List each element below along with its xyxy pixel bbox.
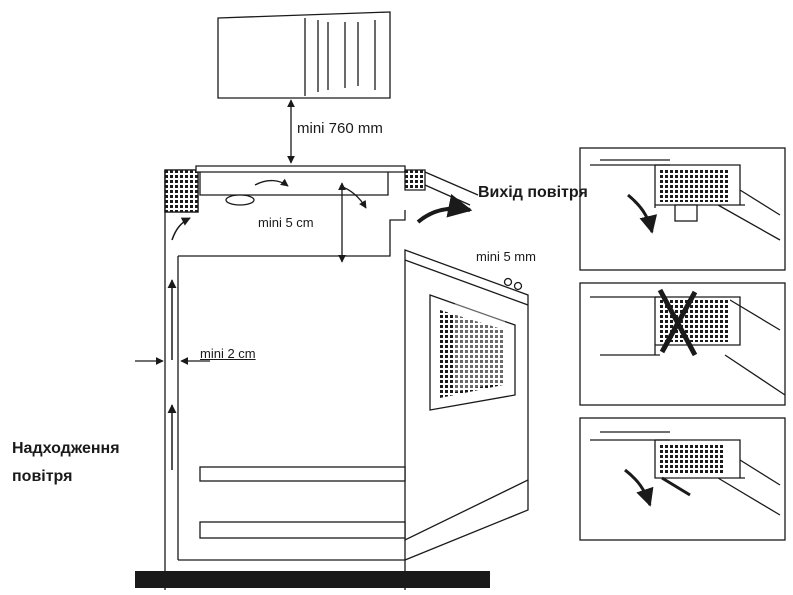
air-outlet-label: Вихід повітря bbox=[478, 184, 588, 201]
cooktop bbox=[199, 172, 389, 209]
air-inlet-label-line1: Надходження bbox=[12, 440, 120, 457]
worktop bbox=[164, 165, 479, 213]
airflow-arrows bbox=[167, 194, 473, 470]
cross-out-mark bbox=[657, 288, 698, 357]
cabinet-plinth bbox=[178, 466, 406, 561]
cooker-body bbox=[404, 249, 529, 590]
range-hood bbox=[217, 11, 391, 99]
hood-clearance-label: mini 760 mm bbox=[297, 120, 383, 137]
detail-panel-correct-2 bbox=[579, 417, 786, 541]
detail-panel-wrong bbox=[579, 282, 786, 406]
detail-panel-correct-1 bbox=[579, 147, 786, 271]
air-inlet-label-line2: повітря bbox=[12, 468, 73, 485]
vent-gap-label: mini 5 mm bbox=[476, 249, 536, 264]
side-gap-label: mini 2 cm bbox=[200, 346, 256, 361]
floor bbox=[135, 571, 490, 588]
top-gap-label: mini 5 cm bbox=[258, 215, 314, 230]
cabinet-cavity bbox=[164, 170, 406, 590]
